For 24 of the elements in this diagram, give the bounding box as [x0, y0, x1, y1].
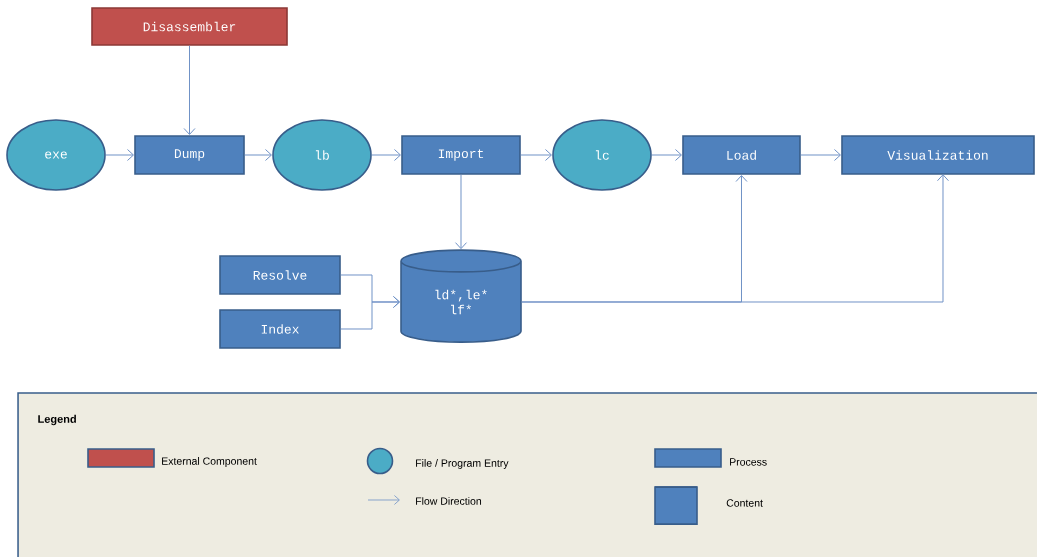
legend-label: Process [730, 458, 767, 466]
process-box: Dump [134, 135, 245, 175]
arrow [183, 45, 196, 135]
arrow [520, 149, 552, 161]
arrow [521, 174, 949, 303]
process-box: Visualization [841, 135, 1035, 175]
process-box: Load [682, 135, 801, 175]
process-box: Import [401, 135, 521, 175]
arrow [340, 296, 400, 330]
process-box: Resolve [219, 255, 341, 295]
arrow [371, 149, 401, 161]
legend-label: File / Program Entry [416, 459, 509, 469]
arrow [800, 149, 841, 161]
legend-label: Flow Direction [416, 497, 481, 505]
arrow [105, 149, 134, 161]
arrow [455, 174, 467, 250]
arrow [651, 149, 682, 161]
legend-label: External Component [162, 457, 257, 467]
legend-title: Legend [38, 414, 76, 426]
content-cylinder: ld*,le* lf* [400, 249, 522, 343]
process-box: Index [219, 309, 341, 349]
external-component-box: Disassembler [91, 7, 288, 46]
legend-label: Content [726, 499, 763, 507]
arrow [244, 149, 272, 161]
